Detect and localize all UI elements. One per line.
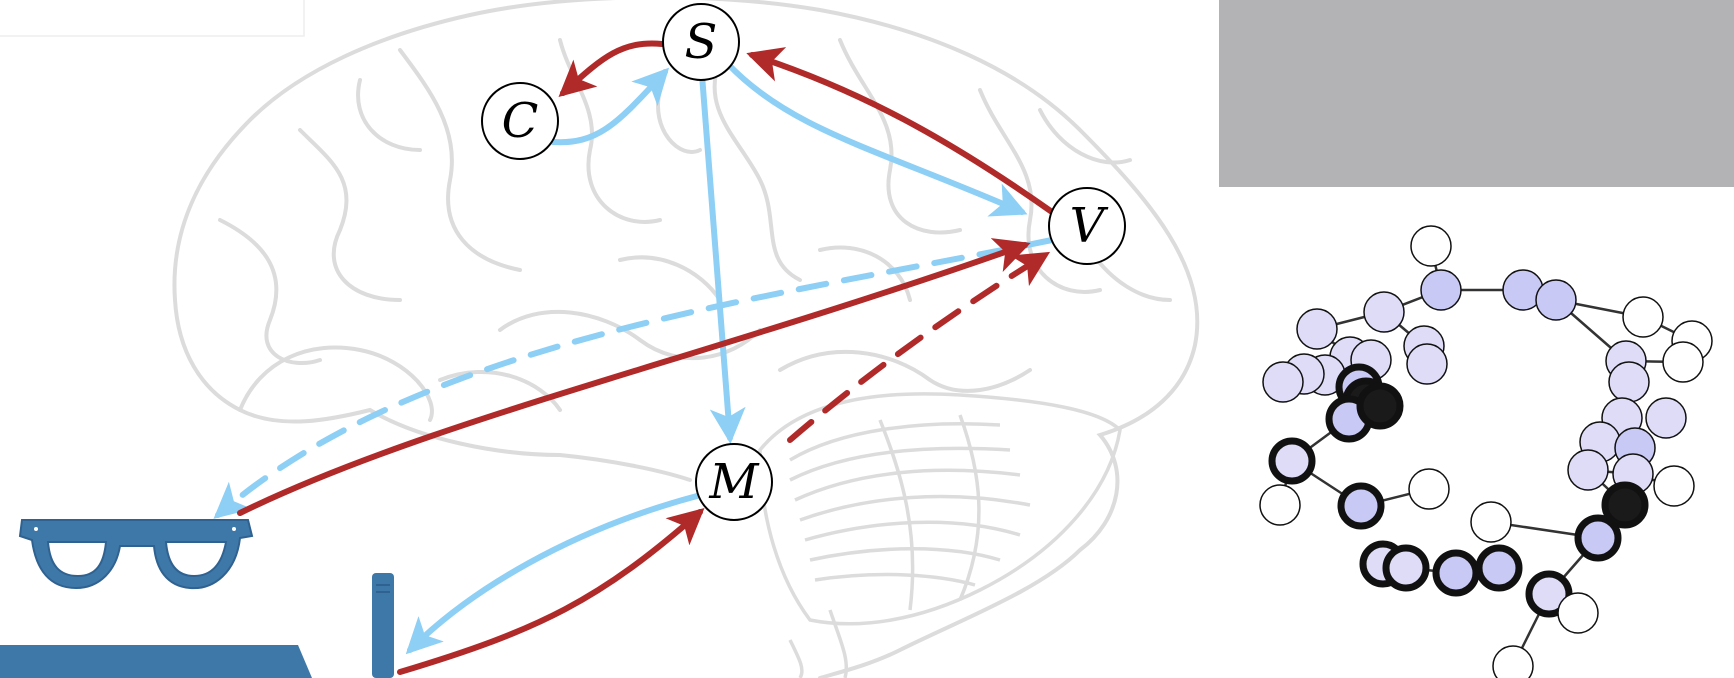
svg-text:S: S: [685, 14, 718, 70]
graph-node: [1382, 544, 1430, 592]
node-s: S: [662, 3, 740, 81]
cerebellum-outline: [758, 392, 1122, 678]
graph-node: [1475, 544, 1523, 592]
graph-node: [1408, 468, 1450, 510]
edge-s-to-c: [558, 40, 665, 97]
device-icon: [0, 573, 394, 678]
graph-node: [1406, 343, 1448, 385]
graph-node: [1470, 501, 1512, 543]
graph-node: [1608, 361, 1650, 403]
graph-node: [1432, 549, 1480, 597]
graph-node: [1420, 269, 1462, 311]
graph-node: [1653, 465, 1695, 507]
graph-node: [1363, 291, 1405, 333]
svg-text:C: C: [502, 93, 539, 149]
graph-node: [1622, 296, 1664, 338]
graph-node: [1645, 397, 1687, 439]
brain-outline: [172, 0, 1200, 678]
graph-node: [1601, 481, 1649, 529]
graph-node: [1410, 225, 1452, 267]
edge-s-to-m: [699, 72, 746, 444]
feedforward-edges: [213, 60, 1055, 655]
edge-s-to-v: [724, 60, 1028, 217]
graph-node: [1525, 570, 1573, 618]
graph-node: [1259, 484, 1301, 526]
faint-frame: [0, 0, 305, 37]
graph-node: [1356, 382, 1404, 430]
graph-node: [1557, 592, 1599, 634]
edge-m-to-device: [405, 493, 700, 655]
edge-v-to-glasses-dashed: [213, 237, 1055, 519]
graph-node: [1567, 449, 1609, 491]
graph-node: [1662, 341, 1704, 383]
svg-text:V: V: [1070, 198, 1109, 254]
edge-glasses-to-v: [237, 238, 1031, 516]
graph-node: [1337, 482, 1385, 530]
edge-v-to-s: [746, 47, 1055, 215]
gray-panel: [1219, 0, 1734, 187]
edge-m-to-v-dashed: [787, 251, 1051, 443]
graph-node: [1492, 645, 1534, 678]
svg-text:M: M: [708, 454, 760, 510]
node-v: V: [1048, 187, 1126, 265]
node-c: C: [481, 82, 559, 160]
graph-node: [1296, 308, 1338, 350]
graph-node: [1574, 514, 1622, 562]
graph-node: [1268, 437, 1316, 485]
edge-device-to-m: [397, 508, 705, 675]
feedback-edges: [237, 40, 1055, 675]
graph-node: [1535, 279, 1577, 321]
glasses-icon: [18, 519, 254, 590]
edge-c-to-s: [550, 67, 670, 146]
graph-node: [1262, 361, 1304, 403]
node-m: M: [695, 443, 773, 521]
node-graph: [1259, 225, 1713, 678]
